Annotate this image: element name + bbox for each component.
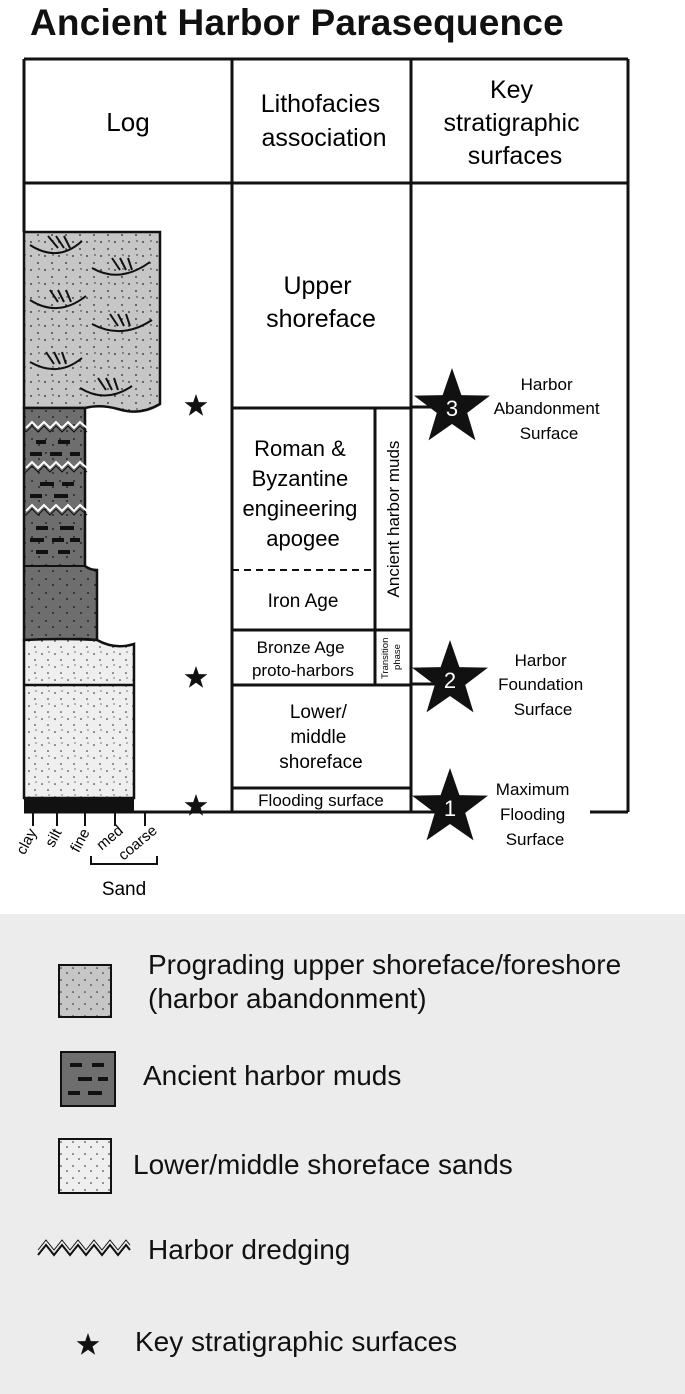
facies-transition-line-1: Transition bbox=[380, 638, 391, 679]
surface-3-label-line-1: Harbor bbox=[521, 375, 573, 394]
facies-iron-age: Iron Age bbox=[268, 591, 339, 612]
grain-tick-clay: clay bbox=[13, 825, 41, 857]
surface-3-label: Harbor Abandonment Surface bbox=[494, 375, 605, 443]
facies-lower-line-2: middle bbox=[290, 727, 346, 748]
legend-prograding-label: Prograding upper shoreface/foreshore (ha… bbox=[148, 948, 621, 1016]
header-lithofacies-line-2: association bbox=[261, 124, 386, 152]
legend-muds-label: Ancient harbor muds bbox=[143, 1060, 402, 1091]
facies-upper-shoreface: Upper shoreface bbox=[266, 272, 376, 333]
header-surfaces-line-1: Key bbox=[490, 76, 534, 104]
facies-roman-byzantine: Roman & Byzantine engineering apogee bbox=[242, 436, 363, 551]
facies-lower-line-3: shoreface bbox=[279, 752, 362, 773]
shoreface-sands-swatch bbox=[58, 1138, 112, 1194]
facies-transition-phase: Transition phase bbox=[380, 635, 403, 679]
prograding-shoreface-swatch bbox=[58, 964, 112, 1018]
legend-dredging-label: Harbor dredging bbox=[148, 1234, 351, 1265]
legend-prograding-line-1: Prograding upper shoreface/foreshore bbox=[148, 949, 622, 980]
facies-lower-middle-shoreface: Lower/ middle shoreface bbox=[279, 702, 362, 773]
sediment-log: clay silt fine med coarse Sand bbox=[13, 230, 162, 900]
surface-1-label-line-1: Maximum bbox=[496, 780, 570, 799]
grain-size-sand-label: Sand bbox=[102, 879, 146, 900]
legend-sands-label: Lower/middle shoreface sands bbox=[133, 1149, 513, 1180]
grain-tick-fine: fine bbox=[67, 826, 93, 855]
facies-transition-line-2: phase bbox=[392, 644, 403, 670]
header-lithofacies: Lithofacies association bbox=[261, 90, 387, 152]
log-lower-shoreface-unit bbox=[22, 637, 136, 800]
surface-2-label-line-1: Harbor bbox=[515, 651, 567, 670]
surface-3-label-line-3: Surface bbox=[520, 424, 579, 443]
surface-2-label-line-2: Foundation bbox=[498, 675, 583, 694]
facies-ancient-harbor-muds: Ancient harbor muds bbox=[384, 441, 403, 598]
header-surfaces-line-2: stratigraphic bbox=[443, 109, 579, 137]
legend-prograding-line-2: (harbor abandonment) bbox=[148, 983, 427, 1014]
log-flooding-layer bbox=[24, 798, 134, 812]
surface-3-label-line-2: Abandonment bbox=[494, 399, 600, 418]
surface-2-label: Harbor Foundation Surface bbox=[498, 651, 588, 719]
facies-roman-line-4: apogee bbox=[266, 526, 339, 551]
diagram-title: Ancient Harbor Parasequence bbox=[30, 2, 564, 43]
dredging-zigzags bbox=[25, 420, 88, 516]
facies-bronze-line-1: Bronze Age bbox=[257, 638, 345, 657]
surface-1-label: Maximum Flooding Surface bbox=[496, 780, 574, 849]
facies-upper-shoreface-line-1: Upper bbox=[283, 272, 351, 300]
surface-1: 1 Maximum Flooding Surface bbox=[411, 768, 574, 849]
facies-lower-line-1: Lower/ bbox=[290, 702, 348, 723]
surface-2-number: 2 bbox=[444, 668, 456, 693]
facies-upper-shoreface-line-2: shoreface bbox=[266, 305, 376, 333]
table-frame bbox=[22, 57, 630, 814]
facies-roman-line-2: Byzantine bbox=[252, 466, 349, 491]
surface-1-label-line-2: Flooding bbox=[500, 805, 565, 824]
grain-tick-silt: silt bbox=[42, 825, 66, 850]
surface-1-label-line-3: Surface bbox=[506, 830, 565, 849]
grain-tick-coarse: coarse bbox=[115, 822, 160, 864]
star-icon bbox=[76, 1333, 100, 1355]
facies-roman-line-1: Roman & bbox=[254, 436, 346, 461]
grain-size-axis bbox=[32, 812, 158, 865]
parasequence-diagram: Log Lithofacies association Key stratigr… bbox=[13, 57, 630, 900]
surface-2-label-line-3: Surface bbox=[514, 700, 573, 719]
cross-bedding-marks bbox=[29, 235, 153, 397]
header-surfaces: Key stratigraphic surfaces bbox=[443, 76, 586, 170]
surface-3-number: 3 bbox=[446, 396, 458, 421]
facies-roman-line-3: engineering bbox=[242, 496, 357, 521]
header-surfaces-line-3: surfaces bbox=[468, 142, 562, 170]
header-lithofacies-line-1: Lithofacies bbox=[261, 90, 381, 118]
header-log: Log bbox=[106, 107, 149, 137]
surface-3: 3 Harbor Abandonment Surface bbox=[411, 368, 605, 443]
log-upper-shoreface-unit bbox=[22, 230, 162, 413]
mud-laminae bbox=[30, 440, 80, 554]
surface-2: 2 Harbor Foundation Surface bbox=[411, 640, 588, 719]
facies-bronze-age: Bronze Age proto-harbors bbox=[252, 638, 354, 680]
legend-surfaces-label: Key stratigraphic surfaces bbox=[135, 1326, 458, 1357]
harbor-muds-swatch bbox=[60, 1051, 116, 1107]
legend: Prograding upper shoreface/foreshore (ha… bbox=[0, 914, 685, 1394]
surface-1-number: 1 bbox=[444, 796, 456, 821]
facies-bronze-line-2: proto-harbors bbox=[252, 661, 354, 680]
zigzag-icon bbox=[37, 1239, 131, 1257]
facies-flooding-surface: Flooding surface bbox=[258, 791, 384, 810]
star-icon bbox=[184, 666, 208, 688]
star-icon bbox=[184, 394, 208, 416]
log-surface-markers bbox=[184, 394, 208, 816]
